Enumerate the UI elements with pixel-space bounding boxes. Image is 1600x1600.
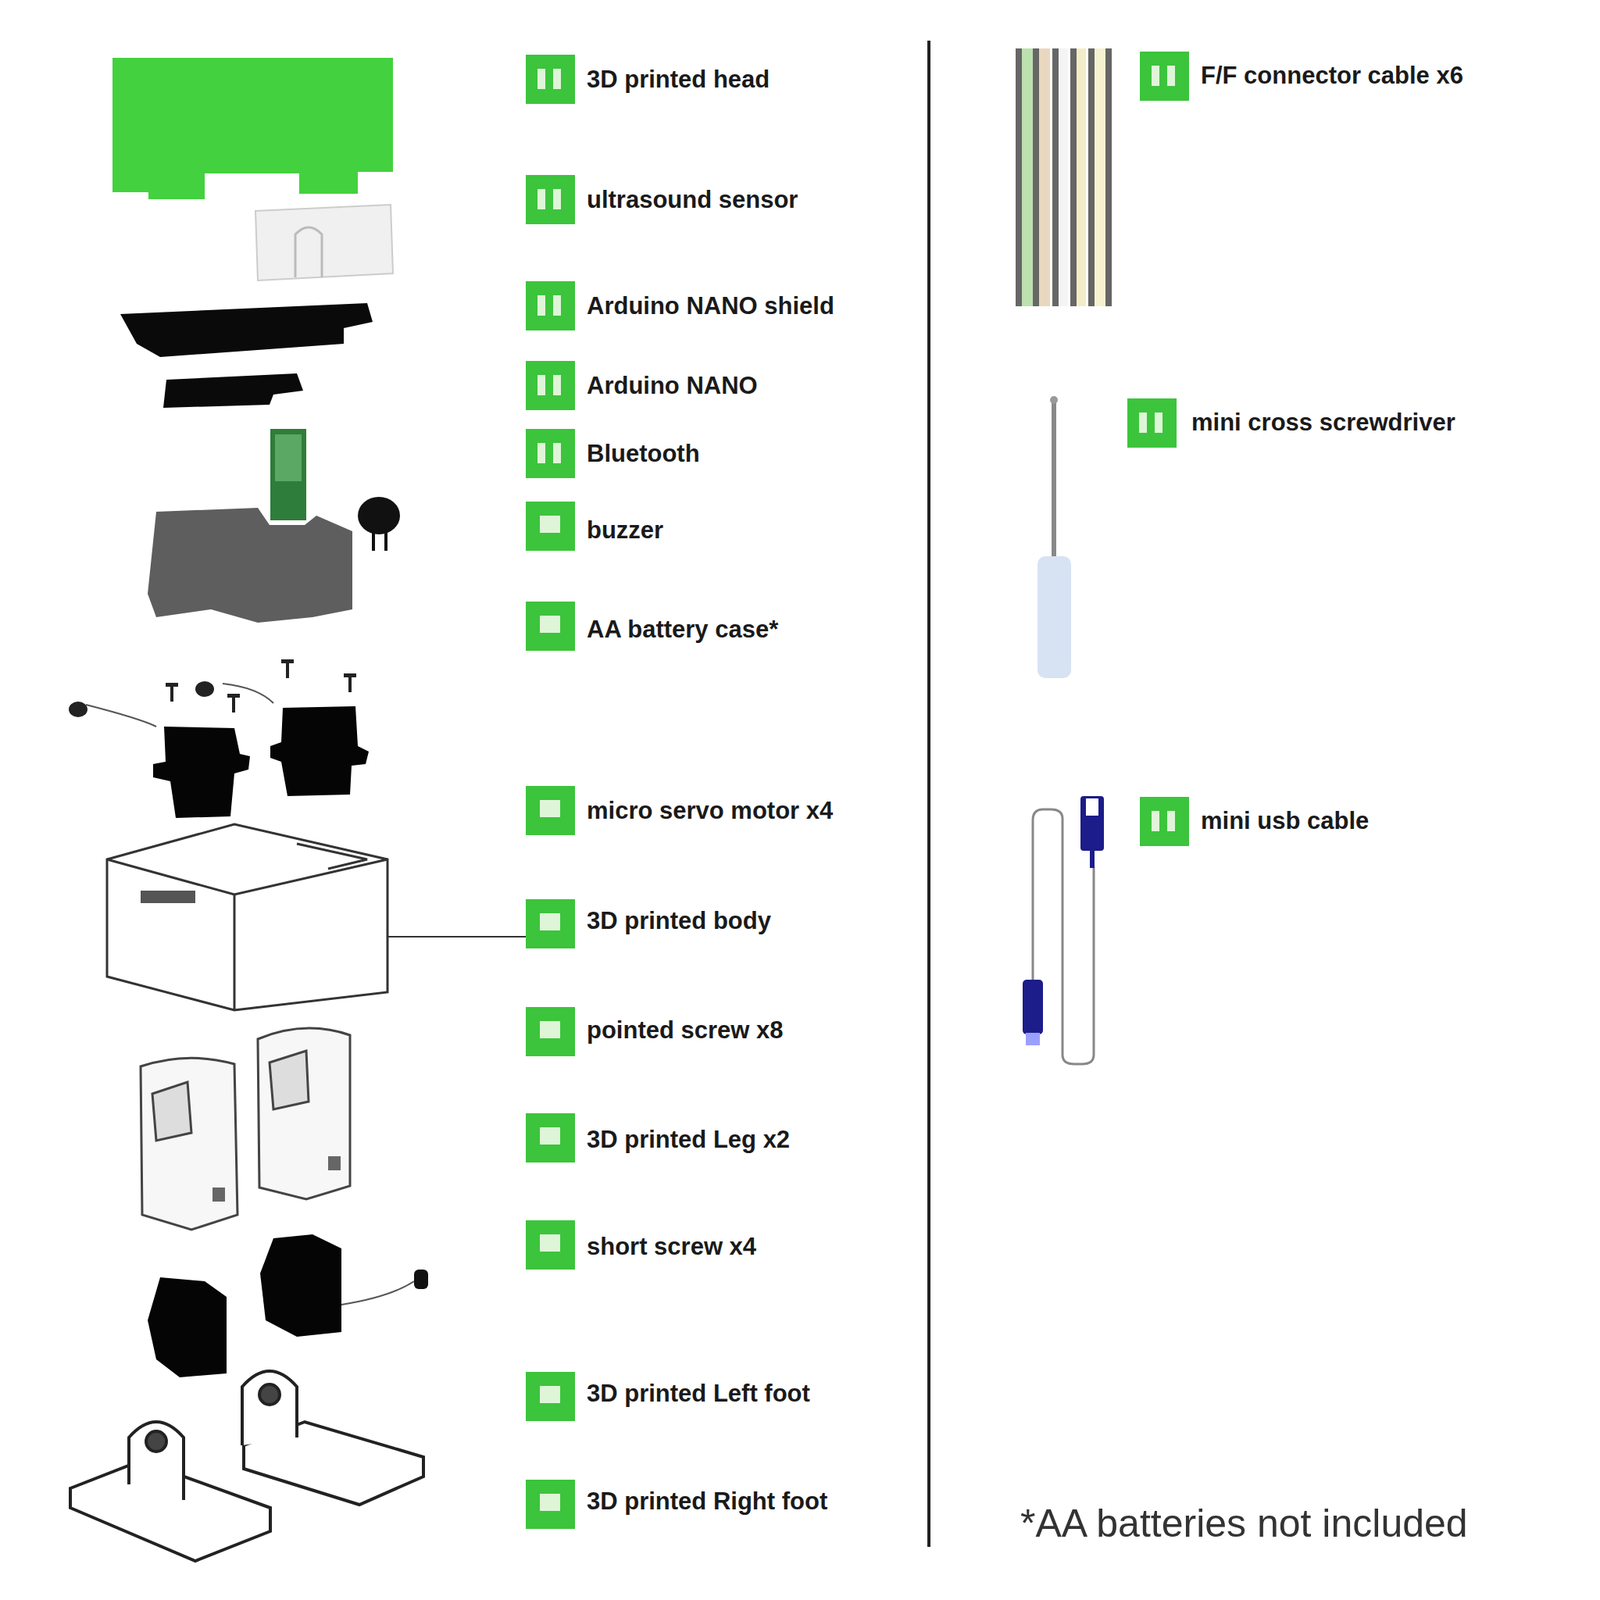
bluetooth-part bbox=[270, 428, 307, 521]
nano-part bbox=[163, 373, 304, 408]
servo-part bbox=[270, 706, 369, 797]
battery-case-part bbox=[147, 507, 353, 623]
body-part bbox=[107, 824, 388, 1011]
shield-part bbox=[120, 303, 373, 358]
part-name: AA battery case* bbox=[586, 615, 779, 644]
usb-cable bbox=[1022, 796, 1104, 1065]
part-name: 3D printed Right foot bbox=[586, 1487, 828, 1516]
servo-part bbox=[153, 726, 250, 818]
screwdriver bbox=[1037, 396, 1072, 679]
part-name: mini usb cable bbox=[1200, 807, 1369, 836]
head-part bbox=[112, 57, 393, 200]
part-name: pointed screw x8 bbox=[586, 1016, 784, 1045]
part-name: Arduino NANO bbox=[586, 371, 758, 400]
cable-bundle bbox=[1015, 48, 1112, 307]
servo-part bbox=[260, 1234, 342, 1337]
part-name: Arduino NANO shield bbox=[586, 292, 835, 321]
sensor-part bbox=[255, 204, 393, 281]
footnote: *AA batteries not included bbox=[1020, 1500, 1468, 1547]
part-name: ultrasound sensor bbox=[586, 185, 798, 215]
part-name: short screw x4 bbox=[586, 1232, 757, 1261]
buzzer-part bbox=[357, 496, 400, 535]
part-name: micro servo motor x4 bbox=[586, 796, 833, 825]
part-name: 3D printed Left foot bbox=[586, 1379, 811, 1408]
part-name: Bluetooth bbox=[586, 439, 700, 468]
part-name: 3D printed head bbox=[586, 65, 770, 94]
sensor-detail bbox=[295, 227, 322, 278]
leader-line bbox=[387, 935, 526, 938]
part-name: 3D printed Leg x2 bbox=[586, 1125, 790, 1154]
foot-part bbox=[70, 1371, 424, 1561]
divider-line bbox=[927, 40, 931, 1547]
part-name: mini cross screwdriver bbox=[1191, 408, 1456, 437]
bluetooth-detail bbox=[275, 434, 302, 482]
part-name: buzzer bbox=[586, 516, 664, 545]
part-name: F/F connector cable x6 bbox=[1200, 61, 1464, 90]
part-name: 3D printed body bbox=[586, 907, 772, 936]
leg-part bbox=[140, 1028, 350, 1230]
servo-part bbox=[147, 1277, 227, 1378]
